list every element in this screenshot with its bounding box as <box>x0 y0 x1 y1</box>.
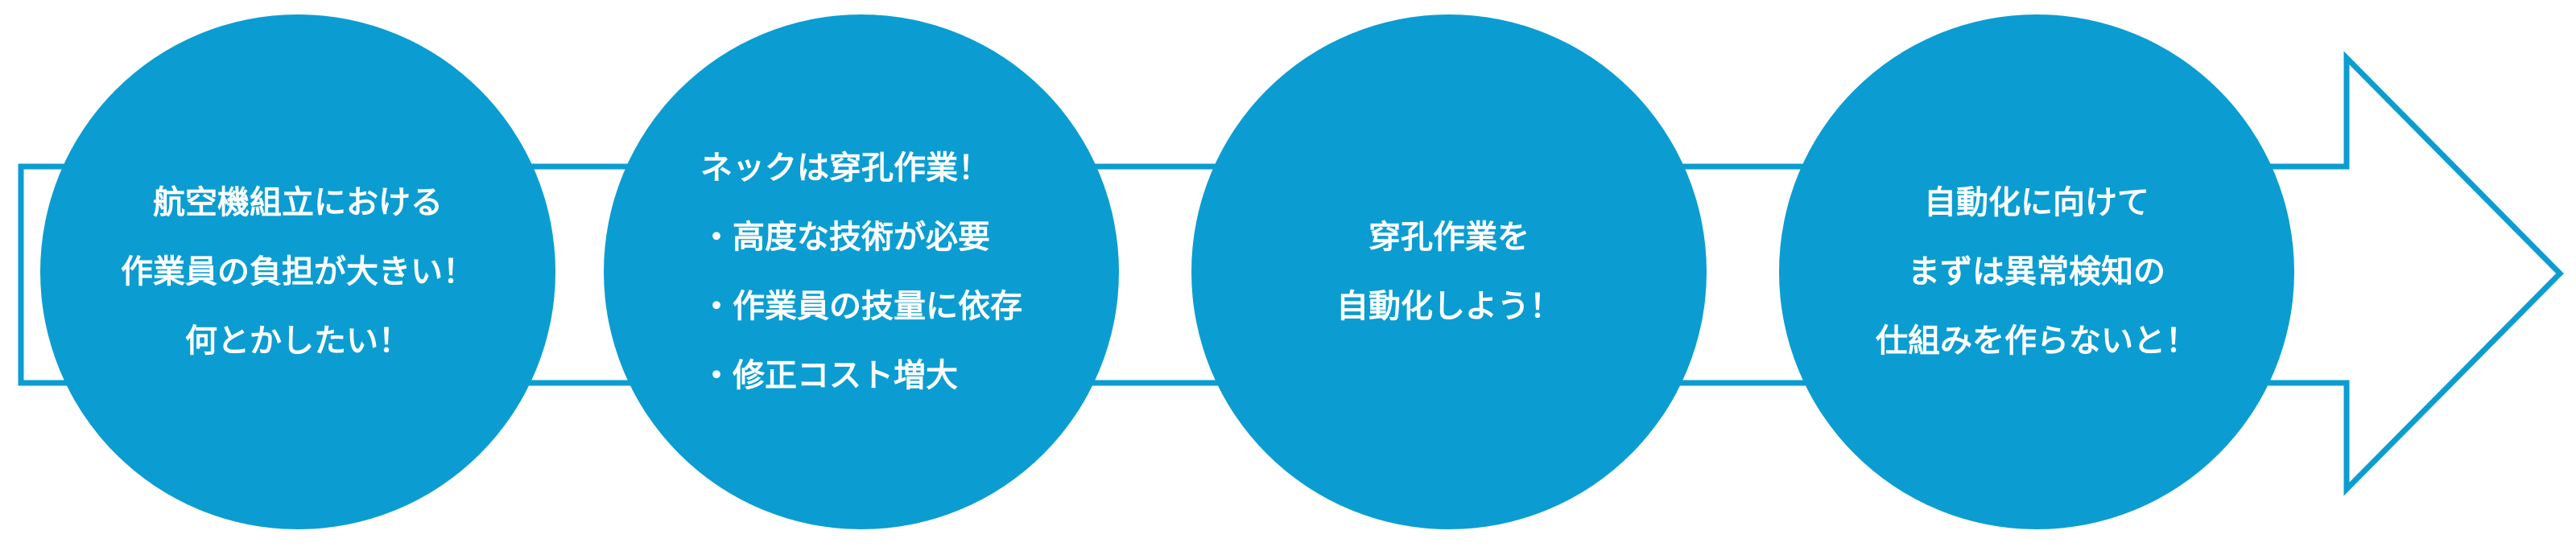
step-1-line-1: 航空機組立における <box>153 184 443 221</box>
step-circle-2: ネックは穿孔作業！ ・高度な技術が必要 ・作業員の技量に依存 ・修正コスト増大 <box>604 14 1119 529</box>
step-3-line-1: 穿孔作業を <box>1368 219 1530 256</box>
step-1-text: 航空機組立における 作業員の負担が大きい！ 何とかしたい！ <box>121 168 475 376</box>
step-circle-4: 自動化に向けて まずは異常検知の 仕組みを作らないと！ <box>1779 14 2294 529</box>
step-1-line-2: 作業員の負担が大きい！ <box>121 253 475 290</box>
step-circle-3: 穿孔作業を 自動化しよう！ <box>1191 14 1707 529</box>
step-2-text: ネックは穿孔作業！ ・高度な技術が必要 ・作業員の技量に依存 ・修正コスト増大 <box>700 134 1022 410</box>
step-4-text: 自動化に向けて まずは異常検知の 仕組みを作らないと！ <box>1876 168 2198 376</box>
step-3-text: 穿孔作業を 自動化しよう！ <box>1336 203 1562 341</box>
step-2-line-3: ・作業員の技量に依存 <box>700 288 1022 325</box>
step-1-line-3: 何とかしたい！ <box>185 323 411 360</box>
step-2-line-2: ・高度な技術が必要 <box>700 219 990 256</box>
step-2-line-4: ・修正コスト増大 <box>700 357 958 394</box>
step-2-line-1: ネックは穿孔作業！ <box>700 150 990 187</box>
step-4-line-2: まずは異常検知の <box>1908 253 2165 290</box>
step-4-line-1: 自動化に向けて <box>1924 184 2149 221</box>
step-4-line-3: 仕組みを作らないと！ <box>1876 323 2198 360</box>
step-3-line-2: 自動化しよう！ <box>1336 288 1562 325</box>
step-circle-1: 航空機組立における 作業員の負担が大きい！ 何とかしたい！ <box>40 14 555 529</box>
